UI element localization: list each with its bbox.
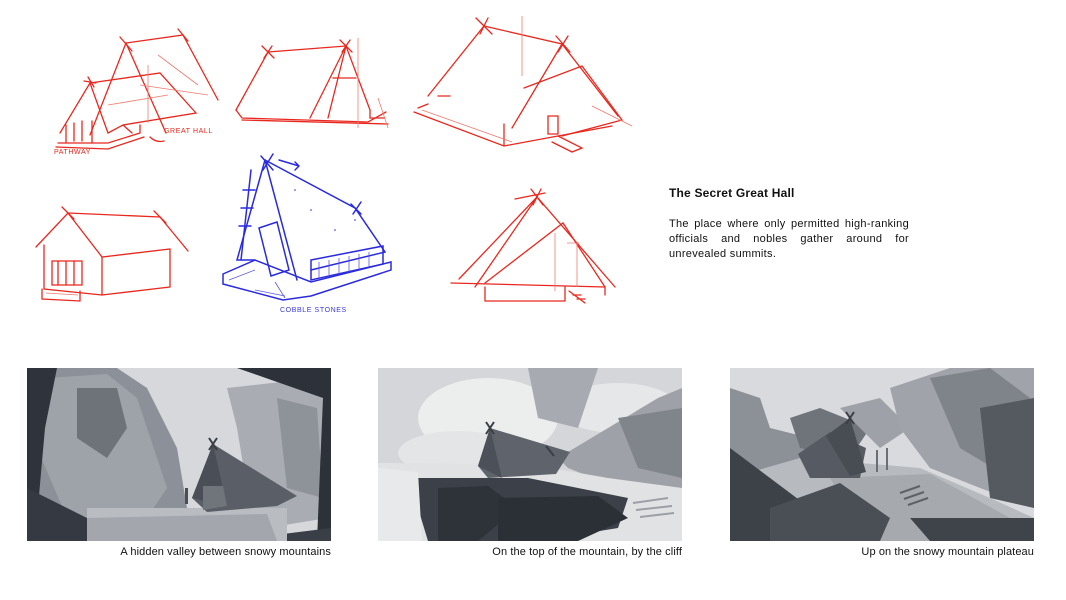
blue-hall-sketch	[222, 153, 392, 301]
red-hall-sketch-3	[413, 16, 633, 153]
sketch-hall-3	[412, 16, 642, 166]
sketch-hall-4	[30, 205, 200, 305]
annotation-great-hall: GREAT HALL	[164, 128, 213, 135]
caption-mountain-plateau: Up on the snowy mountain plateau	[861, 546, 1034, 558]
painting-mountain-cliff	[378, 368, 682, 541]
sketch-hall-2	[228, 38, 393, 129]
thumbnail-mountain-plateau	[730, 368, 1034, 541]
caption-mountain-cliff: On the top of the mountain, by the cliff	[492, 546, 682, 558]
annotation-pathway: PATHWAY	[54, 149, 91, 156]
red-hall-sketch-4	[35, 206, 189, 302]
caption-hidden-valley: A hidden valley between snowy mountains	[120, 546, 331, 558]
red-hall-sketch-2	[235, 38, 389, 129]
red-hall-sketch-1	[55, 28, 219, 150]
sketch-great-hall-pathway: GREAT HALL PATHWAY	[48, 25, 219, 165]
thumbnail-mountain-cliff	[378, 368, 682, 541]
painting-mountain-plateau	[730, 368, 1034, 541]
sketch-hall-6	[445, 183, 625, 308]
sketch-hall-blue-detailed: COBBLE STONES	[215, 150, 395, 315]
annotation-cobble-stones: COBBLE STONES	[280, 307, 347, 314]
info-panel: The Secret Great Hall The place where on…	[669, 186, 909, 262]
info-description: The place where only permitted high-rank…	[669, 218, 909, 260]
thumbnail-hidden-valley	[27, 368, 331, 541]
info-title: The Secret Great Hall	[669, 186, 795, 200]
red-hall-sketch-6	[450, 188, 616, 304]
painting-hidden-valley	[27, 368, 331, 541]
